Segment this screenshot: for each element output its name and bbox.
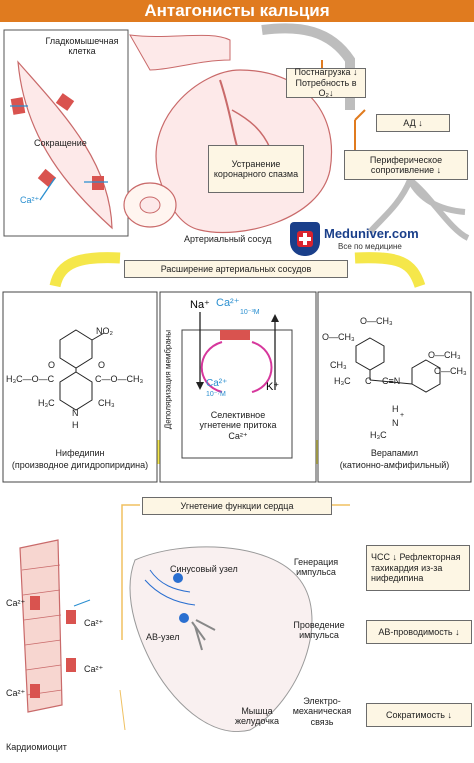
- nifedipine-ch3-right: CH₃: [98, 398, 115, 408]
- logo-shield-icon: [290, 222, 320, 256]
- contraction-label: Сокращение: [34, 138, 87, 148]
- resistance-box: Периферическое сопротивление ↓: [344, 150, 468, 180]
- cardiomyocyte-label: Кардиомиоцит: [6, 742, 67, 752]
- verapamil-ch3-side: H₃C: [334, 376, 351, 386]
- cardiac-box: Угнетение функции сердца: [142, 497, 332, 515]
- sa-node: [173, 573, 183, 583]
- nifedipine-ester-left: H₃C—O—C: [6, 374, 55, 384]
- cardiomyocyte-ca-4: Ca²⁺: [6, 688, 26, 698]
- verapamil-och3-a: O—CH₃: [360, 316, 393, 326]
- ca-in-conc: 10⁻⁷М: [206, 391, 226, 398]
- muscle-label: Мышца желудочка: [234, 706, 280, 727]
- verapamil-name: Верапамил: [370, 448, 419, 458]
- nifedipine-ch3-left: H₃C: [38, 398, 55, 408]
- nifedipine-panel: [2, 291, 158, 483]
- ca-out-label: Ca²⁺: [216, 297, 240, 309]
- bp-box: АД ↓: [376, 114, 450, 132]
- av-node-label: АВ-узел: [146, 632, 180, 642]
- nifedipine-ester-right: C—O—CH₃: [95, 374, 144, 384]
- vessel-label: Артериальный сосуд: [184, 234, 272, 244]
- verapamil-ch3-top: CH₃: [330, 360, 347, 370]
- verapamil-och3-c: O—CH₃: [428, 350, 461, 360]
- ca-in-label: Ca²⁺: [206, 378, 228, 389]
- ca-channel-2: [55, 93, 75, 111]
- coupling-label: Электро-механическая связь: [292, 696, 352, 727]
- verapamil-c: C: [365, 376, 372, 386]
- cardiomyocyte-ca-1: Ca²⁺: [6, 598, 26, 608]
- selective-label: Селективное угнетение притока Ca²⁺: [199, 410, 277, 441]
- na-label: Na⁺: [190, 299, 210, 311]
- av-box: АВ-проводимость ↓: [366, 620, 472, 644]
- hr-box: ЧСС ↓ Рефлекторная тахикардия из-за нифе…: [366, 545, 470, 591]
- verapamil-ch3-n: H₃C: [370, 430, 387, 440]
- nifedipine-h: H: [72, 420, 79, 430]
- nifedipine-o-right: O: [98, 360, 106, 370]
- logo-name: Meduniver.com: [324, 226, 419, 241]
- verapamil-class: (катионно-амфифильный): [339, 460, 450, 470]
- nifedipine-o-left: O: [48, 360, 56, 370]
- depolarization-label: Деполяризация мембраны: [163, 330, 173, 430]
- nifedipine-no2: NO₂: [96, 326, 113, 336]
- conduction-label: Проведение импульса: [293, 620, 345, 641]
- av-node: [179, 613, 189, 623]
- membrane-panel: [159, 291, 317, 483]
- yellow-arrow-left: [49, 252, 121, 288]
- ca-influx-arrow: [39, 177, 56, 201]
- nifedipine-nh: N: [72, 408, 79, 418]
- afterload-box: Постнагрузка ↓ Потребность в O₂↓: [286, 67, 366, 98]
- verapamil-n-plus: N: [392, 418, 399, 428]
- spasm-box: Устранение коронарного спазма: [208, 145, 304, 193]
- nifedipine-class: (производное дигидропиридина): [11, 460, 149, 470]
- aorta-arch: [129, 34, 231, 71]
- verapamil-och3-d: O—CH₃: [434, 366, 467, 376]
- nifedipine-name: Нифедипин: [55, 448, 105, 458]
- ca-channel-membrane: [220, 330, 250, 340]
- smooth-muscle-label: Гладкомышечная клетка: [45, 36, 119, 57]
- ca-out-conc: 10⁻³М: [240, 309, 260, 316]
- title-bar: [0, 0, 474, 22]
- smooth-muscle-ca-label: Ca²⁺: [20, 195, 40, 205]
- heart-bottom: [129, 546, 313, 732]
- logo-tagline: Все по медицине: [338, 242, 402, 251]
- verapamil-plus: +: [400, 412, 405, 419]
- page-title: Антагонисты кальция: [144, 1, 330, 20]
- generation-label: Генерация импульса: [293, 557, 339, 578]
- cardiomyocyte-ca-2: Ca²⁺: [84, 618, 104, 628]
- sa-node-label: Синусовый узел: [170, 564, 238, 574]
- vessel-branches: [367, 177, 470, 241]
- vessel-upper: [261, 23, 355, 110]
- ca-channel-4: [92, 176, 104, 190]
- k-label: K⁺: [266, 381, 280, 393]
- smooth-muscle-cell: [17, 60, 113, 230]
- contractility-box: Сократимость ↓: [366, 703, 472, 727]
- dilation-box: Расширение артериальных сосудов: [124, 260, 348, 278]
- verapamil-cn: C≡N: [382, 376, 401, 386]
- verapamil-h: H: [392, 404, 399, 414]
- yellow-arrow-right: [354, 252, 426, 288]
- verapamil-panel: [317, 291, 472, 483]
- cardiomyocyte-cell: [19, 539, 63, 713]
- cardiomyocyte-ca-3: Ca²⁺: [84, 664, 104, 674]
- verapamil-och3-b: O—CH₃: [322, 332, 355, 342]
